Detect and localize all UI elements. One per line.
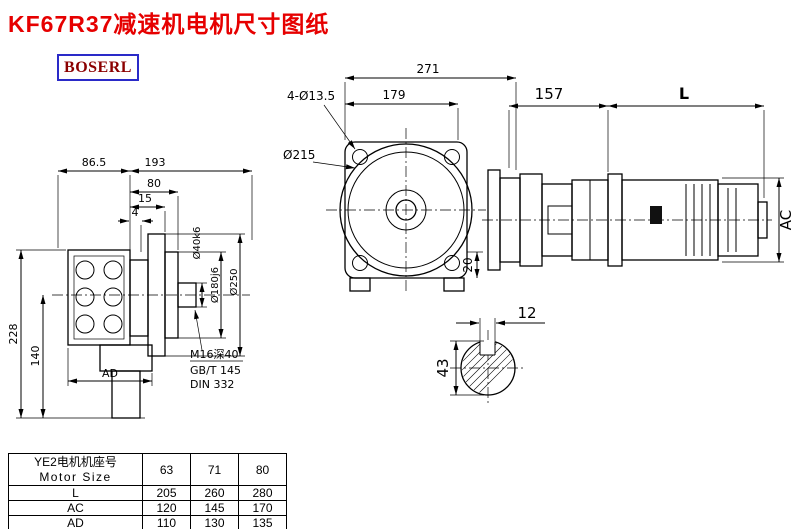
bolt-hole xyxy=(103,314,123,334)
table-row-l: L 205 260 280 xyxy=(8,485,287,501)
dim-157: 157 xyxy=(535,85,564,103)
table-row-ad: AD 110 130 135 xyxy=(8,515,287,529)
dim-ac: AC xyxy=(777,210,795,230)
foot xyxy=(443,277,465,292)
value-cell: 120 xyxy=(142,500,191,516)
thread-spec: M16深40 xyxy=(190,348,239,361)
dim-4: 4 xyxy=(132,206,139,219)
dim-15: 15 xyxy=(138,192,152,205)
value-cell: 130 xyxy=(190,515,239,529)
front-view-dimensions: 271 179 4-Ø13.5 Ø215 20 xyxy=(283,62,517,278)
value-cell: 145 xyxy=(190,500,239,516)
side-view-outline xyxy=(52,233,250,419)
page-title: KF67R37减速机电机尺寸图纸 xyxy=(8,11,330,37)
dim-228: 228 xyxy=(7,324,20,345)
keyway-slot xyxy=(480,340,495,355)
bolt-holes-label: 4-Ø13.5 xyxy=(287,89,335,103)
dim-80: 80 xyxy=(147,177,161,190)
dim-20: 20 xyxy=(461,257,475,272)
bolt-hole xyxy=(103,287,123,307)
bolt-hole xyxy=(103,260,123,280)
size-column-80: 80 xyxy=(238,453,287,486)
row-label-l: L xyxy=(8,485,143,501)
size-column-71: 71 xyxy=(190,453,239,486)
front-view-outline xyxy=(326,128,486,294)
section-dimensions: 12 43 xyxy=(434,304,545,396)
motor-size-table: YE2电机机座号 Motor Size 63 71 80 L 205 260 2… xyxy=(8,453,287,529)
thread-standard-din: DIN 332 xyxy=(190,378,234,391)
side-view: 86.5 193 80 15 4 228 140 AD xyxy=(7,156,253,419)
foot xyxy=(349,277,371,292)
bolt-hole xyxy=(75,260,95,280)
value-cell: 110 xyxy=(142,515,191,529)
motor-keyway-mark xyxy=(650,206,662,224)
plate-inner-edge xyxy=(73,255,125,340)
dim-l: L xyxy=(679,84,689,103)
dim-140: 140 xyxy=(29,346,42,367)
front-view: 271 179 4-Ø13.5 Ø215 20 xyxy=(283,62,517,294)
spigot-diameter-label: Ø180j6 xyxy=(209,267,221,303)
row-label-ac: AC xyxy=(8,500,143,516)
table-header-row: YE2电机机座号 Motor Size 63 71 80 xyxy=(8,453,287,486)
table-header-en: Motor Size xyxy=(39,469,112,484)
brand-logo: BOSERL xyxy=(57,54,139,81)
shaft-diameter-label: Ø40k6 xyxy=(191,227,203,260)
dim-ad: AD xyxy=(102,367,118,380)
motor-mount-plate xyxy=(67,249,131,346)
housing-web xyxy=(129,259,149,337)
row-label-ad: AD xyxy=(8,515,143,529)
bolt-hole xyxy=(75,314,95,334)
value-cell: 135 xyxy=(238,515,287,529)
dim-86-5: 86.5 xyxy=(82,156,107,169)
size-column-63: 63 xyxy=(142,453,191,486)
dim-179: 179 xyxy=(383,88,406,102)
table-header-cell: YE2电机机座号 Motor Size xyxy=(8,453,143,486)
shaft-section-view: 12 43 xyxy=(434,304,545,406)
bolt-hole xyxy=(75,287,95,307)
motor-view-outline xyxy=(482,169,772,271)
value-cell: 205 xyxy=(142,485,191,501)
end-cap xyxy=(757,201,768,239)
thread-standard-gb: GB/T 145 xyxy=(190,364,241,377)
dim-12: 12 xyxy=(517,304,536,322)
flange-diameter-label: Ø250 xyxy=(228,269,240,296)
motor-view-dimensions: 157 L AC xyxy=(508,84,795,263)
table-header-cn: YE2电机机座号 xyxy=(34,454,117,469)
flange-circle-diameter-label: Ø215 xyxy=(283,148,315,162)
table-row-ac: AC 120 145 170 xyxy=(8,500,287,516)
brand-logo-text: BOSERL xyxy=(64,58,132,76)
value-cell: 260 xyxy=(190,485,239,501)
value-cell: 170 xyxy=(238,500,287,516)
side-view-dimensions: 86.5 193 80 15 4 228 140 AD xyxy=(7,156,253,419)
dim-43: 43 xyxy=(434,358,452,377)
motor-view: 157 L AC xyxy=(482,84,795,271)
value-cell: 280 xyxy=(238,485,287,501)
dim-193: 193 xyxy=(145,156,166,169)
dim-271: 271 xyxy=(417,62,440,76)
